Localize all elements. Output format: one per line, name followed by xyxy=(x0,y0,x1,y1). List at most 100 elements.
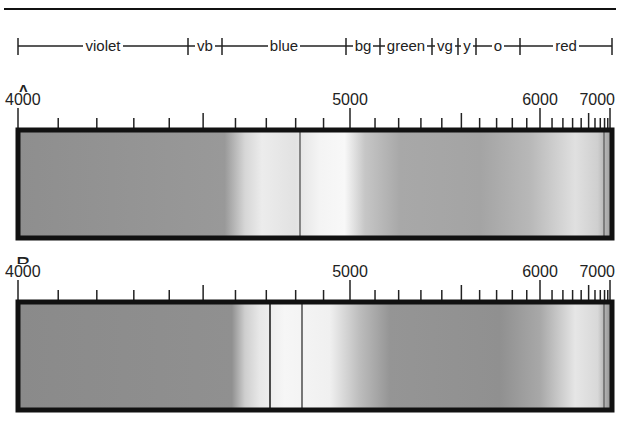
tick-mark xyxy=(539,278,541,300)
tick-mark xyxy=(604,290,606,300)
tick-mark xyxy=(17,38,19,55)
colour-name: vb xyxy=(195,38,215,53)
tick-mark xyxy=(611,38,613,55)
tick-mark xyxy=(168,118,170,128)
tick-mark xyxy=(349,278,351,300)
wavelength-number: 6000 xyxy=(520,92,560,108)
tick-mark xyxy=(512,290,514,300)
colour-name: o xyxy=(492,38,504,53)
colour-scale-ticks xyxy=(18,38,612,55)
tick-mark xyxy=(588,113,590,128)
wavelength-number: 4000 xyxy=(3,264,43,280)
tick-mark xyxy=(588,285,590,300)
tick-mark xyxy=(562,118,564,128)
tick-mark xyxy=(235,290,237,300)
tick-mark xyxy=(374,290,376,300)
tick-mark xyxy=(202,113,204,128)
wavelength-number: 5000 xyxy=(330,92,370,108)
wavelength-number: 6000 xyxy=(520,264,560,280)
tick-mark xyxy=(594,290,596,300)
tick-mark xyxy=(323,118,325,128)
tick-mark xyxy=(323,290,325,300)
tick-mark xyxy=(526,118,528,128)
colour-name: red xyxy=(553,38,579,53)
tick-mark xyxy=(479,118,481,128)
tick-mark xyxy=(133,118,135,128)
tick-mark xyxy=(17,106,19,128)
tick-mark xyxy=(266,118,268,128)
tick-mark xyxy=(572,118,574,128)
absorption-line xyxy=(301,304,302,408)
colour-name: bg xyxy=(353,38,374,53)
tick-mark xyxy=(420,290,422,300)
colour-name: vg xyxy=(435,38,455,53)
tick-mark xyxy=(133,290,135,300)
tick-mark xyxy=(221,38,223,55)
tick-mark xyxy=(580,290,582,300)
tick-mark xyxy=(398,290,400,300)
tick-mark xyxy=(168,290,170,300)
tick-mark xyxy=(457,38,459,55)
tick-mark xyxy=(187,38,189,55)
tick-mark xyxy=(57,290,59,300)
tick-mark xyxy=(441,290,443,300)
tick-mark xyxy=(431,38,433,55)
colour-name: violet xyxy=(83,38,122,53)
tick-mark xyxy=(580,118,582,128)
tick-mark xyxy=(420,118,422,128)
tick-mark xyxy=(600,118,602,128)
tick-mark xyxy=(519,38,521,55)
tick-mark xyxy=(609,278,611,300)
tick-mark xyxy=(512,118,514,128)
tick-mark xyxy=(374,118,376,128)
tick-mark xyxy=(461,285,463,300)
tick-mark xyxy=(479,290,481,300)
colour-name: y xyxy=(461,38,473,53)
tick-mark xyxy=(461,113,463,128)
absorption-line xyxy=(299,132,300,236)
tick-mark xyxy=(441,118,443,128)
tick-mark xyxy=(295,290,297,300)
absorption-line xyxy=(603,132,604,236)
colour-name: green xyxy=(385,38,427,53)
tick-mark xyxy=(345,38,347,55)
tick-mark xyxy=(57,118,59,128)
tick-mark xyxy=(266,290,268,300)
tick-mark xyxy=(604,118,606,128)
spectrum-frame xyxy=(18,302,612,410)
tick-mark xyxy=(572,290,574,300)
tick-mark xyxy=(475,38,477,55)
top-rule xyxy=(4,8,616,10)
tick-mark xyxy=(496,118,498,128)
colour-name: blue xyxy=(268,38,300,53)
tick-mark xyxy=(96,290,98,300)
tick-mark xyxy=(17,278,19,300)
tick-mark xyxy=(379,38,381,55)
wavelength-number: 5000 xyxy=(330,264,370,280)
wavelength-number: 7000 xyxy=(577,92,617,108)
tick-mark xyxy=(349,106,351,128)
tick-mark xyxy=(600,290,602,300)
tick-mark xyxy=(526,290,528,300)
tick-mark xyxy=(609,106,611,128)
tick-mark xyxy=(551,118,553,128)
spectrum-band xyxy=(18,302,612,410)
tick-mark xyxy=(398,118,400,128)
wavelength-number: 4000 xyxy=(3,92,43,108)
tick-mark xyxy=(202,285,204,300)
spectrum-frame xyxy=(18,130,612,238)
tick-mark xyxy=(295,118,297,128)
tick-mark xyxy=(607,290,609,300)
tick-mark xyxy=(539,106,541,128)
wavelength-number: 7000 xyxy=(577,264,617,280)
tick-mark xyxy=(496,290,498,300)
spectrum-band xyxy=(18,130,612,238)
tick-mark xyxy=(551,290,553,300)
absorption-line xyxy=(269,304,271,408)
tick-mark xyxy=(562,290,564,300)
tick-mark xyxy=(235,118,237,128)
tick-mark xyxy=(96,118,98,128)
tick-mark xyxy=(607,118,609,128)
tick-mark xyxy=(594,118,596,128)
